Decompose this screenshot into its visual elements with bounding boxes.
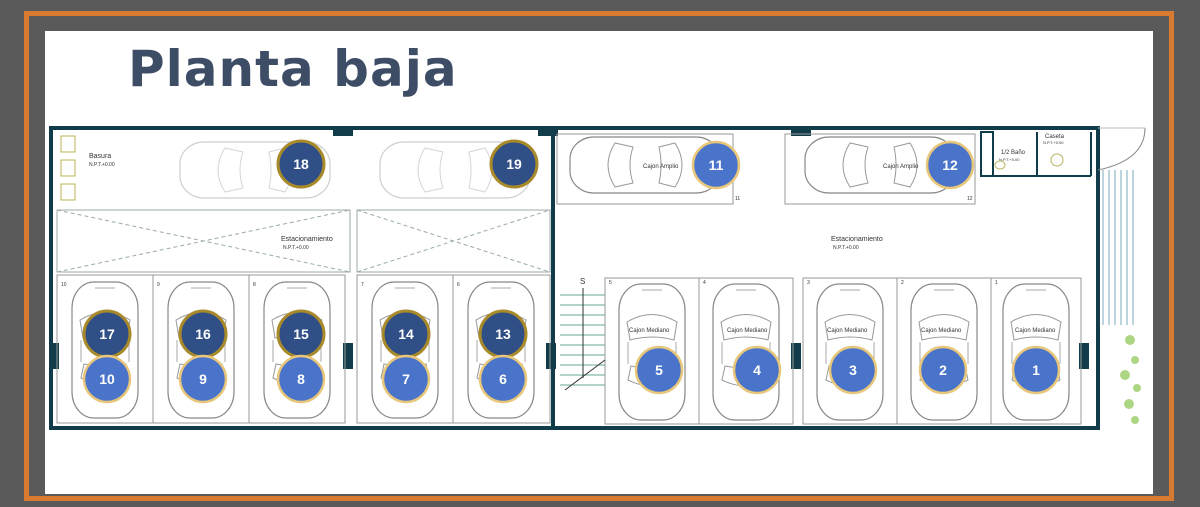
- space-badge-4: 4: [732, 345, 782, 395]
- stall-tag-s1: 1: [995, 280, 998, 286]
- stall-tag-s2: 2: [901, 280, 904, 286]
- stall-tag-s12: 12: [967, 196, 973, 202]
- planter: [1120, 335, 1141, 424]
- badge-number: 11: [709, 157, 724, 173]
- space-badge-7: 7: [381, 354, 431, 404]
- stall-tag-s3: 3: [807, 280, 810, 286]
- badge-number: 13: [495, 326, 511, 342]
- badge-number: 18: [293, 156, 309, 172]
- stall-tag-s5: 5: [609, 280, 612, 286]
- space-badge-1: 1: [1011, 345, 1061, 395]
- estacionamiento-right-npt: N.P.T.+0.00: [833, 245, 859, 251]
- cap-label-s2: Cajon Mediano: [921, 328, 962, 334]
- bano-label: 1/2 Baño: [1001, 150, 1026, 156]
- estacionamiento-left-label: Estacionamiento: [281, 236, 333, 243]
- badge-number: 2: [939, 362, 947, 378]
- space-badge-8: 8: [276, 354, 326, 404]
- floor-plan: S Basura N.P.T.+0.00 Estacionamiento N.P…: [49, 126, 1146, 430]
- stall-tag-s6: 6: [457, 282, 460, 288]
- cap-label-s1: Cajon Mediano: [1015, 328, 1056, 334]
- cap-label-s12: Cajon Amplio: [883, 164, 919, 170]
- page-title: Planta baja: [128, 40, 458, 98]
- cap-label-s5: Cajon Mediano: [629, 328, 670, 334]
- stall-tag-s9: 9: [157, 282, 160, 288]
- badge-circle: [691, 140, 741, 190]
- facade-ramp: [1097, 127, 1146, 325]
- badge-number: 6: [499, 371, 507, 387]
- badge-number: 9: [199, 371, 207, 387]
- stall-tag-s7: 7: [361, 282, 364, 288]
- cap-label-s3: Cajon Mediano: [827, 328, 868, 334]
- stall-tag-s11: 11: [735, 196, 740, 202]
- space-badge-9: 9: [178, 354, 228, 404]
- exterior-walls: [49, 126, 1100, 430]
- badge-number: 19: [506, 156, 522, 172]
- space-badge-13: 13: [478, 309, 528, 359]
- badge-circle: [276, 139, 326, 189]
- badge-number: 12: [942, 157, 958, 173]
- badge-number: 7: [402, 371, 410, 387]
- space-badge-12: 12: [925, 140, 975, 190]
- badge-number: 3: [849, 362, 857, 378]
- space-badge-5: 5: [634, 345, 684, 395]
- interior-walls: [49, 126, 1100, 428]
- badge-circle: [178, 354, 228, 404]
- bano-npt: N.P.T.+0.00: [999, 157, 1020, 162]
- badge-number: 1: [1032, 362, 1040, 378]
- badge-circle: [381, 354, 431, 404]
- badge-circle: [634, 345, 684, 395]
- cap-label-s4: Cajon Mediano: [727, 328, 768, 334]
- space-badge-10: 10: [82, 354, 132, 404]
- space-badge-2: 2: [918, 345, 968, 395]
- caseta-npt: N.P.T.+0.00: [1043, 140, 1064, 145]
- badge-number: 17: [99, 326, 115, 342]
- badge-number: 14: [398, 326, 414, 342]
- toilet-icon: [994, 153, 1064, 170]
- space-badge-19: 19: [489, 139, 539, 189]
- badge-number: 4: [753, 362, 761, 378]
- plan-sheet: [45, 31, 1153, 494]
- basura-npt: N.P.T.+0.00: [89, 162, 115, 168]
- space-badge-6: 6: [478, 354, 528, 404]
- aisle-left: [56, 209, 551, 273]
- space-badge-15: 15: [276, 309, 326, 359]
- stair: [560, 288, 606, 391]
- stall-tag-s8: 8: [253, 282, 256, 288]
- space-badge-16: 16: [178, 309, 228, 359]
- cap-label-s11: Cajon Amplio: [643, 164, 679, 170]
- badge-circle: [918, 345, 968, 395]
- space-badge-14: 14: [381, 309, 431, 359]
- badge-number: 16: [195, 326, 211, 342]
- space-badge-11: 11: [691, 140, 741, 190]
- estacionamiento-right-label: Estacionamiento: [831, 236, 883, 243]
- space-badge-3: 3: [828, 345, 878, 395]
- badge-circle: [732, 345, 782, 395]
- caseta-label: Caseta: [1045, 134, 1065, 140]
- garbage-bins: [60, 135, 76, 201]
- space-badge-18: 18: [276, 139, 326, 189]
- badge-number: 10: [99, 371, 115, 387]
- space-badge-17: 17: [82, 309, 132, 359]
- basura-label: Basura: [89, 153, 111, 160]
- badge-circle: [828, 345, 878, 395]
- stall-tag-s4: 4: [703, 280, 706, 286]
- badge-number: 5: [655, 362, 663, 378]
- badge-number: 8: [297, 371, 305, 387]
- badge-circle: [489, 139, 539, 189]
- badge-circle: [82, 354, 132, 404]
- badge-circle: [276, 354, 326, 404]
- badge-circle: [1011, 345, 1061, 395]
- stair-label: S: [580, 277, 585, 286]
- badge-circle: [478, 354, 528, 404]
- badge-number: 15: [293, 326, 309, 342]
- stall-tag-s10: 10: [61, 282, 67, 288]
- estacionamiento-left-npt: N.P.T.+0.00: [283, 245, 309, 251]
- badge-circle: [925, 140, 975, 190]
